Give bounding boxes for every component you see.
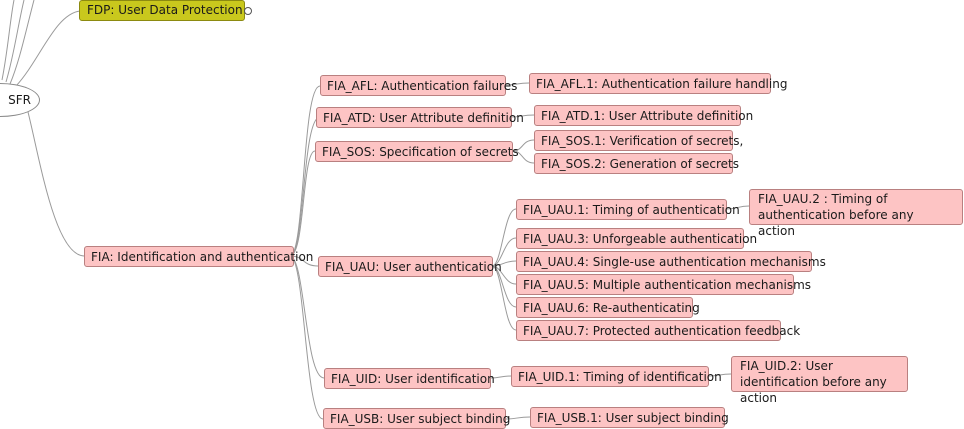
node-fia-label: FIA: Identification and authentication (91, 250, 314, 264)
node-fia-uid-1[interactable]: FIA_UID.1: Timing of identification (511, 366, 722, 387)
node-fdp[interactable]: FDP: User Data Protection (79, 0, 245, 21)
node-fia-uau-4-label: FIA_UAU.4: Single-use authentication mec… (523, 255, 826, 269)
node-fia-afl-1-label: FIA_AFL.1: Authentication failure handli… (536, 77, 788, 91)
node-fia-afl[interactable]: FIA_AFL: Authentication failures (320, 75, 517, 96)
node-fia-uau-6[interactable]: FIA_UAU.6: Re-authenticating (516, 297, 700, 318)
node-fia-sos-1[interactable]: FIA_SOS.1: Verification of secrets, (534, 130, 743, 151)
root-node-label: SFR (8, 93, 31, 107)
node-fia-uid-label: FIA_UID: User identification (331, 372, 495, 386)
node-fia-uau-2[interactable]: FIA_UAU.2 : Timing of authentication bef… (749, 189, 963, 238)
node-fia-sos-2[interactable]: FIA_SOS.2: Generation of secrets (534, 153, 739, 174)
node-fia-atd-1[interactable]: FIA_ATD.1: User Attribute definition (534, 105, 753, 126)
node-fia-uid[interactable]: FIA_UID: User identification (324, 368, 495, 389)
node-fia-sos-1-label: FIA_SOS.1: Verification of secrets, (541, 134, 744, 148)
node-fia-uid-2-label: FIA_UID.2: User identification before an… (740, 359, 887, 405)
node-fia-sos[interactable]: FIA_SOS: Specification of secrets (315, 141, 519, 162)
node-fia-uau-6-label: FIA_UAU.6: Re-authenticating (523, 301, 700, 315)
node-fia-atd-label: FIA_ATD: User Attribute definition (323, 111, 524, 125)
node-fia[interactable]: FIA: Identification and authentication (84, 246, 313, 267)
node-fia-usb-1-label: FIA_USB.1: User subject binding (537, 411, 729, 425)
node-fia-uau-5[interactable]: FIA_UAU.5: Multiple authentication mecha… (516, 274, 811, 295)
node-fia-uid-1-label: FIA_UID.1: Timing of identification (518, 370, 722, 384)
node-fia-uid-2[interactable]: FIA_UID.2: User identification before an… (731, 356, 908, 405)
node-fia-uau-7-label: FIA_UAU.7: Protected authentication feed… (523, 324, 801, 338)
node-fia-uau-3[interactable]: FIA_UAU.3: Unforgeable authentication (516, 228, 757, 249)
node-fia-usb[interactable]: FIA_USB: User subject binding (323, 408, 510, 429)
node-fia-uau[interactable]: FIA_UAU: User authentication (318, 256, 502, 277)
node-fia-usb-label: FIA_USB: User subject binding (330, 412, 511, 426)
node-fia-uau-label: FIA_UAU: User authentication (325, 260, 502, 274)
node-fia-uau-2-label: FIA_UAU.2 : Timing of authentication bef… (758, 192, 914, 238)
node-fia-uau-7[interactable]: FIA_UAU.7: Protected authentication feed… (516, 320, 800, 341)
node-fia-uau-4[interactable]: FIA_UAU.4: Single-use authentication mec… (516, 251, 826, 272)
node-fia-uau-5-label: FIA_UAU.5: Multiple authentication mecha… (523, 278, 812, 292)
node-fia-atd[interactable]: FIA_ATD: User Attribute definition (316, 107, 524, 128)
node-fia-uau-1-label: FIA_UAU.1: Timing of authentication (523, 203, 740, 217)
node-fia-afl-1[interactable]: FIA_AFL.1: Authentication failure handli… (529, 73, 787, 94)
node-fia-uau-1[interactable]: FIA_UAU.1: Timing of authentication (516, 199, 740, 220)
node-fia-sos-2-label: FIA_SOS.2: Generation of secrets (541, 157, 740, 171)
node-fia-afl-label: FIA_AFL: Authentication failures (327, 79, 518, 93)
expand-toggle-icon[interactable] (244, 7, 252, 15)
node-fia-usb-1[interactable]: FIA_USB.1: User subject binding (530, 407, 729, 428)
node-fia-uau-3-label: FIA_UAU.3: Unforgeable authentication (523, 232, 758, 246)
node-fia-atd-1-label: FIA_ATD.1: User Attribute definition (541, 109, 754, 123)
node-fdp-label: FDP: User Data Protection (87, 3, 243, 17)
node-fia-sos-label: FIA_SOS: Specification of secrets (322, 145, 519, 159)
